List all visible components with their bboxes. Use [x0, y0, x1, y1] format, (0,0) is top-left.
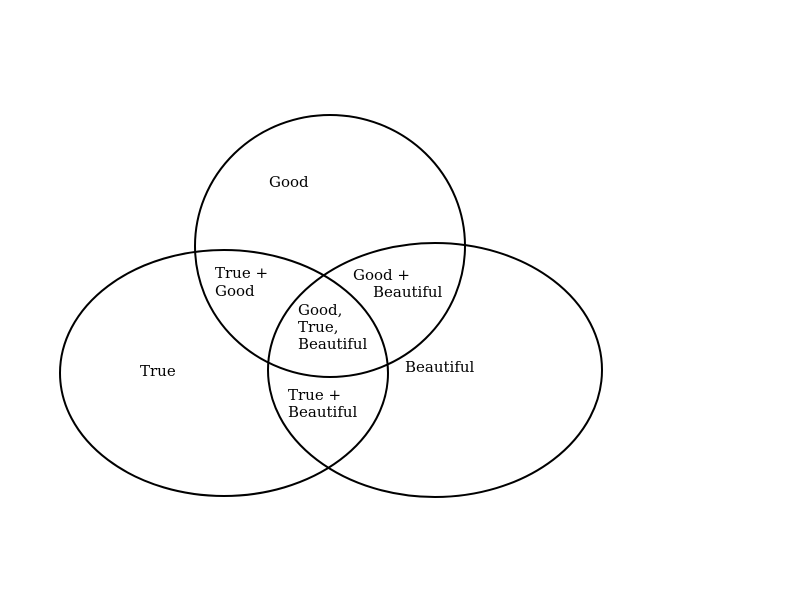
good-label: Good: [269, 173, 309, 191]
all-three-line-1: Good,: [298, 301, 342, 319]
true-label: True: [140, 362, 176, 380]
beautiful-label: Beautiful: [405, 358, 475, 376]
all-three-label: Good, True, Beautiful: [298, 301, 368, 353]
good-beautiful-line-2: Beautiful: [373, 283, 443, 301]
good-beautiful-label: Good + Beautiful: [353, 266, 443, 301]
beautiful-set-ellipse: [267, 242, 603, 498]
good-beautiful-line-1: Good +: [353, 266, 410, 284]
all-three-line-3: Beautiful: [298, 335, 368, 353]
true-beautiful-line-1: True +: [288, 386, 341, 404]
true-good-line-2: Good: [215, 282, 255, 300]
true-beautiful-label: True + Beautiful: [288, 386, 358, 421]
all-three-line-2: True,: [298, 318, 338, 336]
true-beautiful-line-2: Beautiful: [288, 403, 358, 421]
true-good-label: True + Good: [215, 264, 273, 300]
true-good-line-1: True +: [215, 264, 268, 282]
true-set-ellipse: [59, 249, 389, 497]
